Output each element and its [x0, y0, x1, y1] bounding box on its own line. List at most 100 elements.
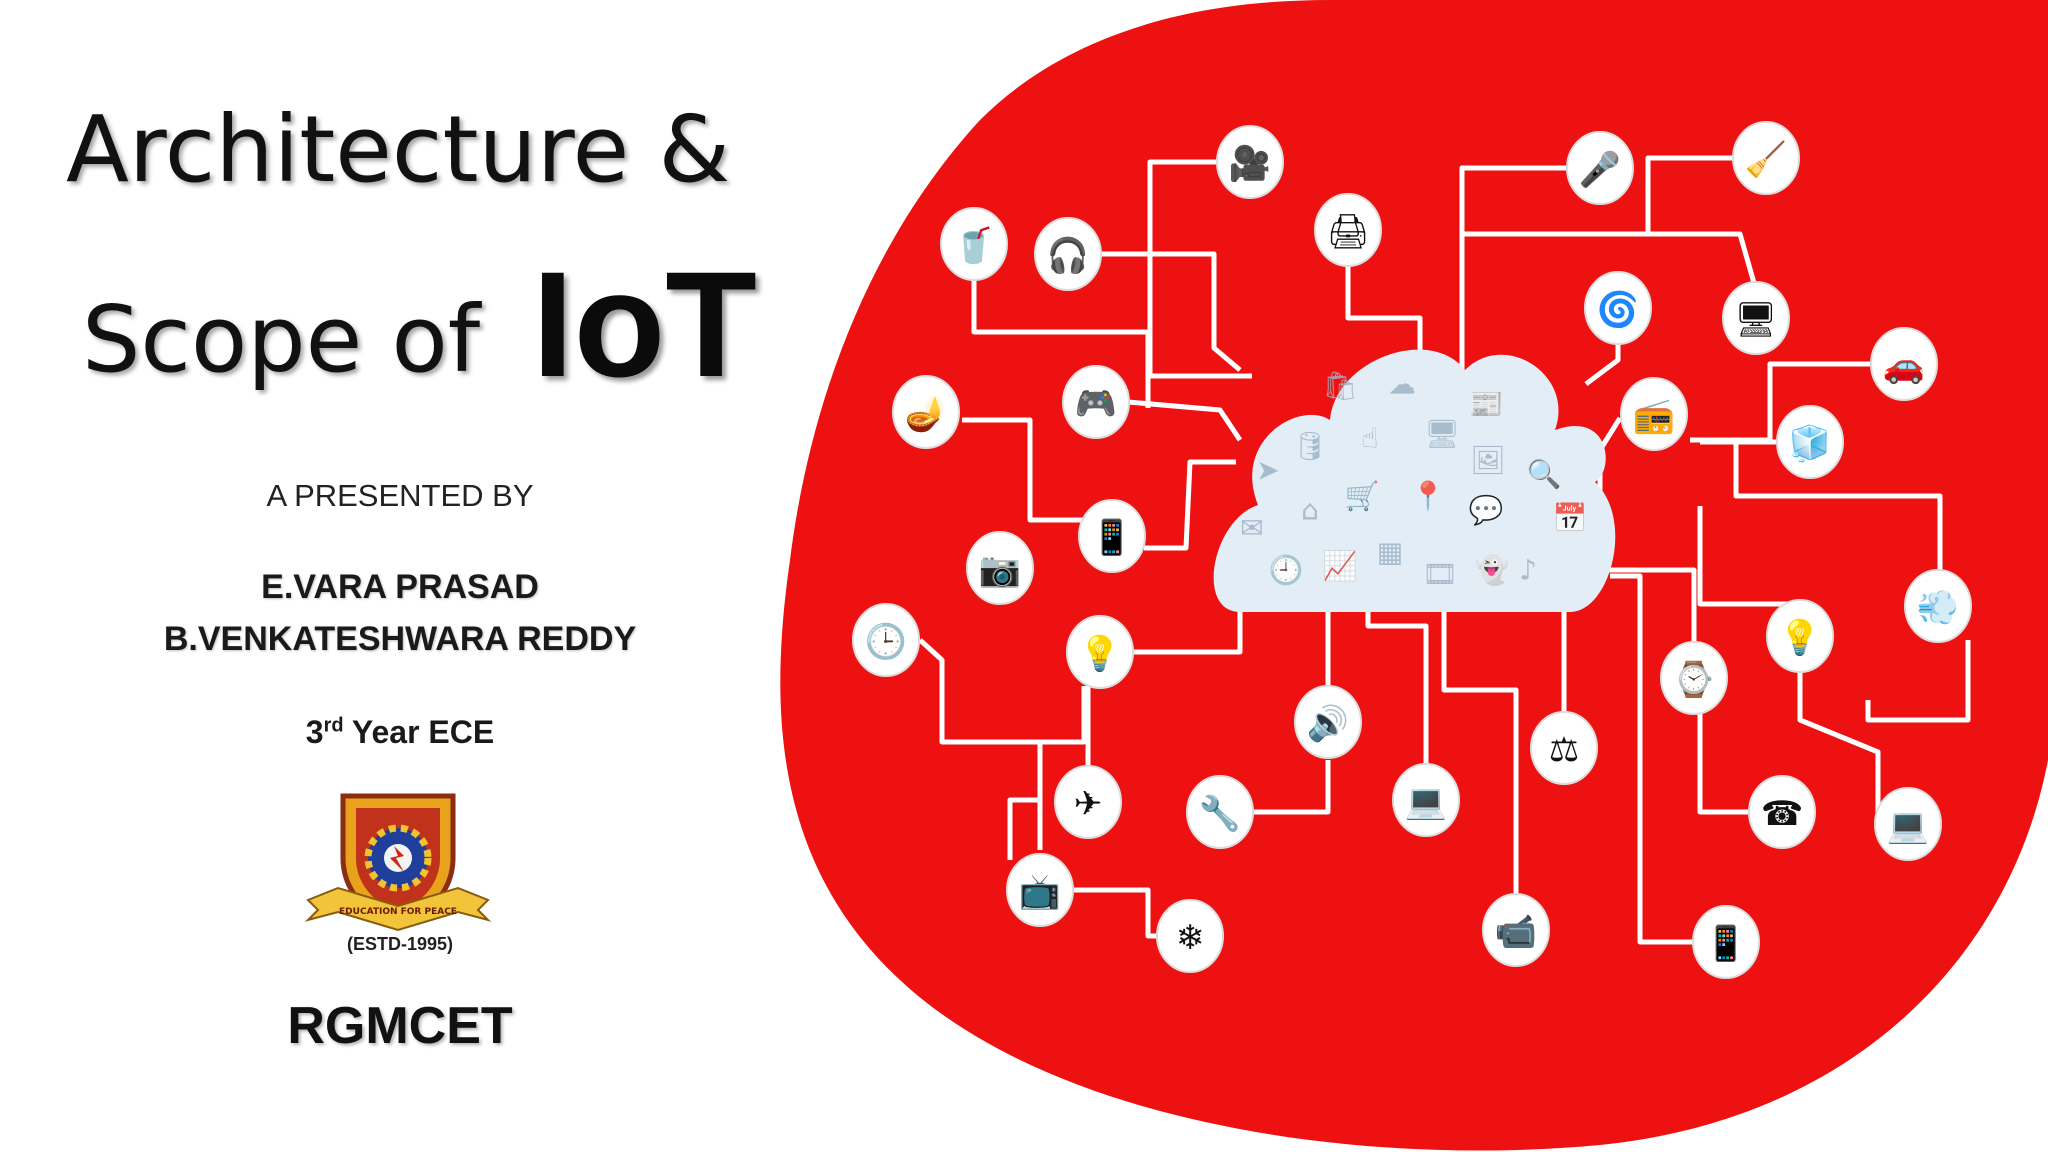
logo-estd: (ESTD-1995)	[346, 934, 454, 954]
cloud-newspaper-icon: 📰	[1469, 388, 1504, 421]
node-circle	[1566, 131, 1634, 205]
video-camera-icon: 🎥	[1229, 144, 1271, 184]
node-circle	[1314, 193, 1382, 267]
node-circle	[1156, 899, 1224, 973]
node-circle	[940, 207, 1008, 281]
node-photo-camera: 📷	[966, 531, 1034, 605]
node-circle	[892, 375, 960, 449]
node-circle	[1692, 905, 1760, 979]
node-kitchen-scale: ⚖	[1530, 711, 1598, 785]
connection-line	[1365, 606, 1429, 768]
node-washing-machine: 🌀	[1584, 271, 1652, 345]
connection-line	[1252, 760, 1331, 815]
speaker-icon: 🔊	[1307, 703, 1349, 744]
node-circle	[1186, 775, 1254, 849]
connection-line	[1144, 459, 1236, 551]
title-iot: IoT	[532, 240, 757, 408]
presented-by-label: A PRESENTED BY	[266, 478, 534, 513]
node-circle	[1748, 775, 1816, 849]
connection-line	[1441, 606, 1519, 898]
telephone-icon: ☎	[1761, 794, 1803, 834]
node-vacuum-cleaner: 🧹	[1732, 121, 1800, 195]
device-nodes: 🎥🎤🧹🥤🎧🖨🌀🖥🚗🪔🎮📻🧊📷📱💡🕒💡💨⌚🔊✈🔧💻⚖☎💻📺❄📹📱	[852, 121, 1972, 979]
gamepad-icon: 🎮	[1075, 384, 1117, 424]
node-circle	[1054, 765, 1122, 839]
connection-line	[1100, 251, 1242, 372]
cloud-chart-icon: 📈	[1323, 550, 1358, 583]
node-circle	[1216, 125, 1284, 199]
logo-motto: EDUCATION FOR PEACE	[339, 907, 457, 917]
node-circle	[1620, 377, 1688, 451]
hair-dryer-icon: 💨	[1917, 588, 1959, 628]
connection-line	[962, 417, 1086, 523]
node-airplane: ✈	[1054, 765, 1122, 839]
node-circle	[1660, 641, 1728, 715]
node-circle	[1294, 685, 1362, 759]
node-power-drill: 🔧	[1186, 775, 1254, 849]
node-circle	[852, 603, 920, 677]
year-department-text: Year ECE	[343, 714, 495, 750]
title-line-2: Scope of	[82, 286, 481, 393]
airplane-icon: ✈	[1074, 784, 1103, 824]
cloud-image-icon: 🖼	[1470, 444, 1506, 477]
node-television: 🖥	[1722, 281, 1790, 355]
node-video-camera: 🎥	[1216, 125, 1284, 199]
node-headphones: 🎧	[1034, 217, 1102, 291]
connection-line	[1584, 342, 1621, 386]
college-logo: EDUCATION FOR PEACE	[304, 793, 492, 932]
cloud-search-icon: 🔍	[1527, 456, 1562, 491]
year-suffix: rd	[323, 714, 344, 737]
node-microphone: 🎤	[1566, 131, 1634, 205]
cloud-cart-icon: 🛒	[1345, 480, 1380, 513]
cloud-database-icon: 🛢	[1292, 430, 1328, 463]
cloud-mail-icon: ✉	[1240, 512, 1263, 545]
connection-line	[1598, 567, 1697, 650]
cloud-service-icons: 🛍☁📰➤🛢☝🖥🖼🔍✉⌂🛒📍💬📅🕘📈▦🎞👻♪	[1240, 368, 1587, 591]
connection-line	[1697, 506, 1800, 607]
node-circle	[1766, 599, 1834, 673]
cloud-ghost-icon: 👻	[1475, 553, 1510, 587]
car-icon: 🚗	[1883, 346, 1925, 386]
node-clock: 🕒	[852, 603, 920, 677]
cloud-touch-icon: ☝	[1361, 422, 1378, 455]
node-printer: 🖨	[1314, 193, 1382, 267]
node-mobile-phone: 📱	[1078, 499, 1146, 573]
node-circle	[1530, 711, 1598, 785]
connection-line	[1345, 262, 1423, 356]
lightbulb-icon: 💡	[1079, 634, 1121, 674]
connection-line	[1072, 887, 1162, 939]
cloud-film-icon: 🎞	[1422, 558, 1458, 591]
connection-line	[1462, 155, 1736, 237]
connection-line	[1797, 668, 1881, 824]
central-cloud: 🛍☁📰➤🛢☝🖥🖼🔍✉⌂🛒📍💬📅🕘📈▦🎞👻♪	[1213, 349, 1616, 612]
node-desk-lamp: 💡	[1766, 599, 1834, 673]
node-circle	[1482, 893, 1550, 967]
node-laptop: 💻	[1874, 787, 1942, 861]
college-name: RGMCET	[287, 997, 513, 1055]
connection-line	[1733, 442, 1943, 572]
node-circle	[1870, 327, 1938, 401]
vacuum-cleaner-icon: 🧹	[1745, 140, 1787, 180]
photo-camera-icon: 📷	[979, 550, 1021, 590]
power-drill-icon: 🔧	[1199, 793, 1241, 834]
cloud-location-pin-icon: 📍	[1411, 480, 1446, 513]
refrigerator-icon: 🧊	[1789, 424, 1831, 464]
node-circle	[1722, 281, 1790, 355]
node-circle	[1078, 499, 1146, 573]
cloud-chip-icon: ▦	[1377, 536, 1403, 569]
cloud-chat-icon: 💬	[1469, 494, 1504, 527]
connection-line	[1697, 680, 1750, 815]
node-circle	[1584, 271, 1652, 345]
tablet-icon: 📱	[1705, 924, 1747, 964]
node-tablet: 📱	[1692, 905, 1760, 979]
connection-line	[1459, 165, 1566, 378]
television-icon: 🖥	[1734, 300, 1777, 340]
connection-line	[918, 638, 1087, 745]
logo-ribbon	[304, 886, 492, 932]
node-circle	[1392, 763, 1460, 837]
floor-lamp-icon: 🪔	[905, 393, 947, 434]
year-department: 3rd Year ECE	[100, 714, 700, 751]
node-lightbulb: 💡	[1066, 615, 1134, 689]
node-circle	[1732, 121, 1800, 195]
